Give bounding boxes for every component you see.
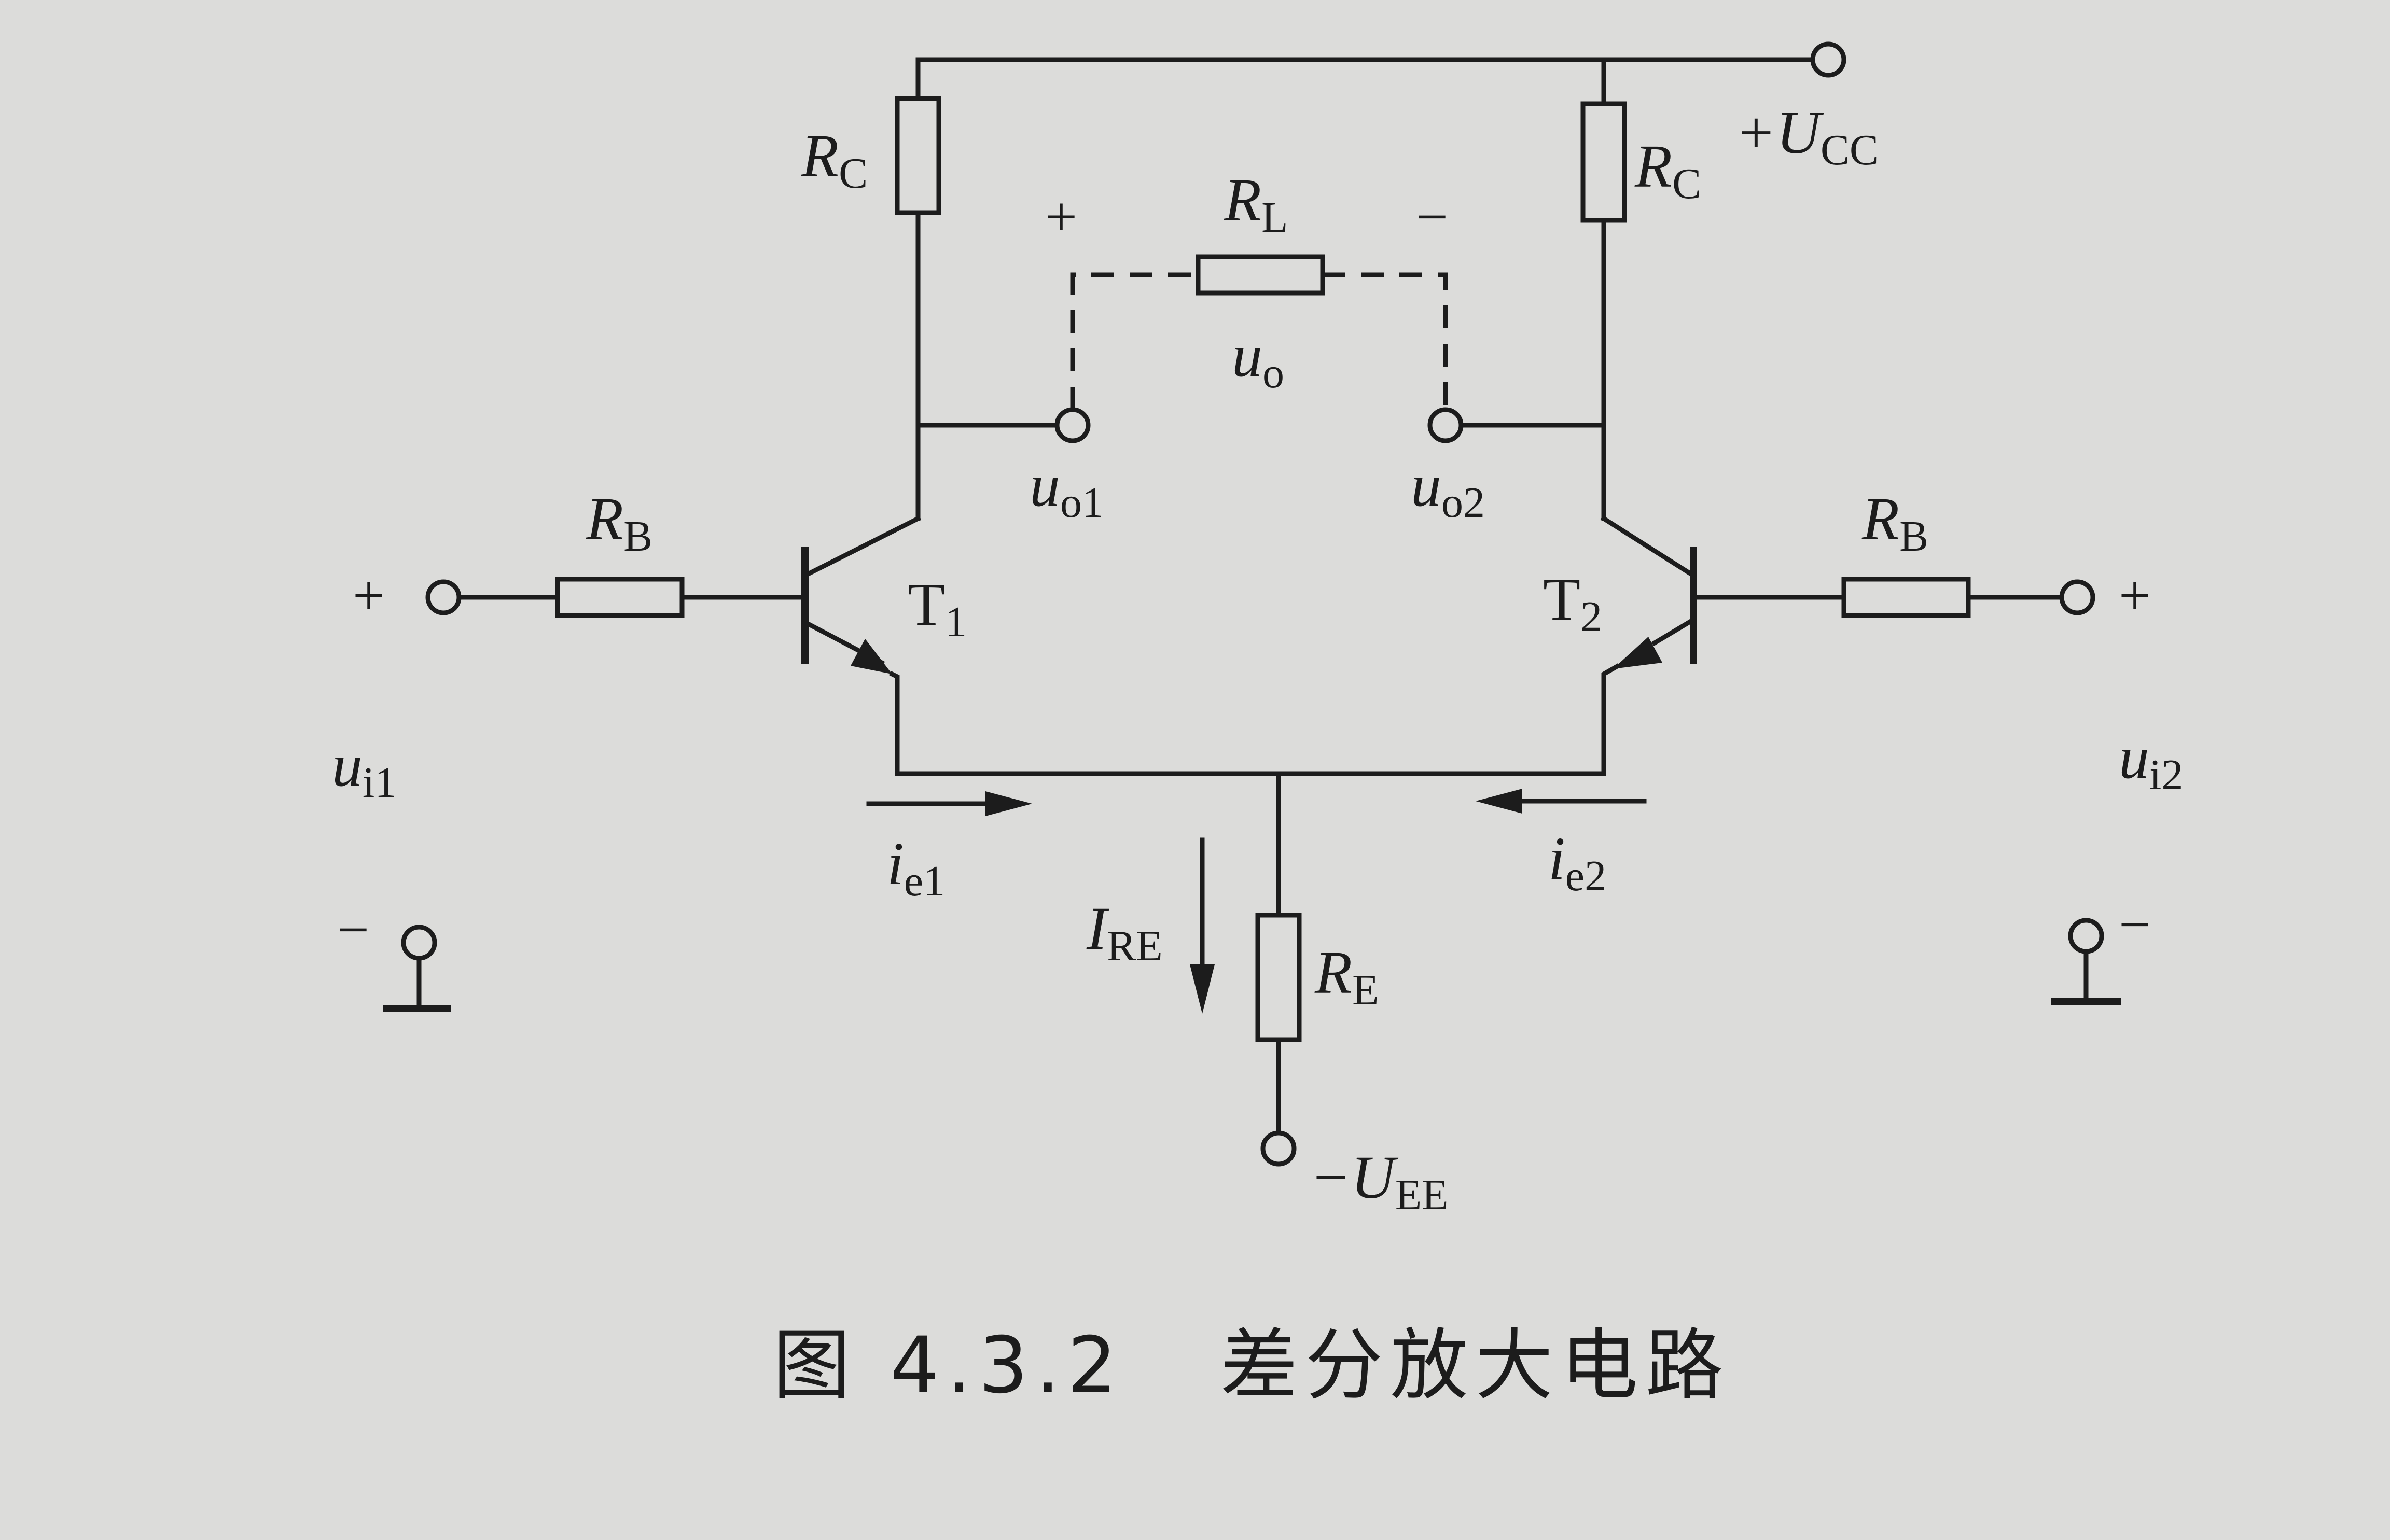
uee-terminal bbox=[1260, 1130, 1297, 1167]
ucc-terminal bbox=[1810, 41, 1846, 78]
supply-rail bbox=[915, 57, 1831, 106]
ui2-minus-terminal bbox=[2051, 918, 2121, 1005]
figure-caption: 图 4.3.2 差分放大电路 bbox=[773, 1321, 1730, 1411]
rc-left-label: RC bbox=[801, 122, 868, 198]
ie2-label: ie2 bbox=[1548, 824, 1606, 900]
rl-resistor bbox=[1196, 254, 1325, 296]
ie1-label: ie1 bbox=[887, 830, 945, 905]
t1-transistor bbox=[801, 515, 922, 776]
ui2-plus-terminal bbox=[2059, 579, 2095, 615]
ie2-arrow bbox=[1476, 789, 1647, 814]
re-resistor bbox=[1255, 913, 1302, 1042]
uee-label: −UEE bbox=[1310, 1143, 1448, 1219]
rc-right-resistor bbox=[1580, 101, 1627, 223]
rc-left-resistor bbox=[895, 96, 941, 215]
rb-right-label: RB bbox=[1861, 485, 1928, 561]
emitter-bus bbox=[895, 771, 1606, 1167]
ire-arrow bbox=[1190, 837, 1215, 1014]
uo-label: uo bbox=[1232, 321, 1284, 397]
right-input-branch bbox=[1691, 577, 2095, 618]
ire-label: IRE bbox=[1086, 894, 1163, 970]
uo2-terminal bbox=[1427, 407, 1464, 443]
ui1-minus-terminal bbox=[383, 925, 451, 1012]
rc-right-label: RC bbox=[1634, 132, 1701, 208]
load-resistor-branch bbox=[1070, 254, 1448, 410]
rl-minus-sign: − bbox=[1416, 185, 1448, 248]
uo1-terminal bbox=[1054, 407, 1091, 443]
re-label: RE bbox=[1314, 939, 1379, 1014]
uo2-label: uo2 bbox=[1411, 451, 1485, 527]
ucc-label: +UCC bbox=[1735, 99, 1879, 174]
left-collector-wire bbox=[915, 210, 1075, 521]
rl-plus-sign: + bbox=[1045, 185, 1077, 248]
ie1-arrow bbox=[866, 791, 1032, 816]
in2-minus-sign: − bbox=[2119, 893, 2151, 956]
in2-plus-sign: + bbox=[2119, 564, 2151, 627]
right-collector-wire bbox=[1443, 218, 1606, 521]
in1-plus-sign: + bbox=[353, 564, 385, 627]
ui1-plus-terminal bbox=[425, 579, 462, 615]
left-input-branch bbox=[425, 577, 808, 618]
ui1-label: ui1 bbox=[332, 731, 396, 807]
t2-emitter-arrow bbox=[1613, 637, 1662, 669]
rb-left-resistor bbox=[555, 577, 685, 618]
t1-label: T1 bbox=[908, 570, 967, 646]
rb-left-label: RB bbox=[586, 485, 652, 561]
rl-label: RL bbox=[1224, 166, 1288, 242]
in1-minus-sign: − bbox=[337, 898, 369, 961]
ui2-label: ui2 bbox=[2119, 723, 2183, 799]
rb-right-resistor bbox=[1841, 577, 1971, 618]
t1-emitter-arrow bbox=[851, 639, 892, 674]
t2-label: T2 bbox=[1543, 565, 1602, 641]
uo1-label: uo1 bbox=[1030, 451, 1104, 527]
t2-transistor bbox=[1600, 515, 1697, 776]
